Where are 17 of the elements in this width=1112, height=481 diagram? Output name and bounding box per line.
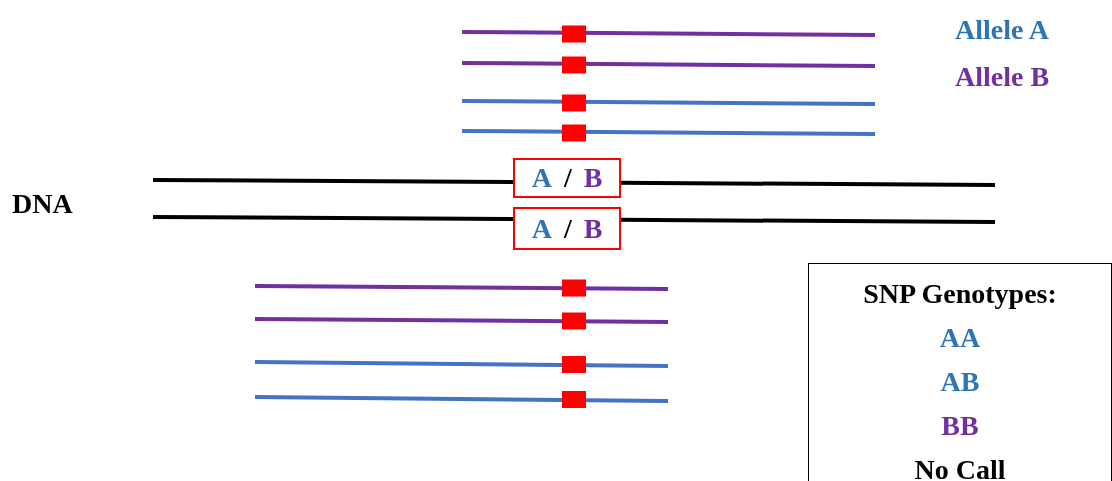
genotype-label: No Call	[914, 453, 1006, 481]
genotype-label: AB	[940, 365, 980, 399]
allele-letter: A	[531, 212, 552, 245]
allele-letter: A	[531, 162, 552, 194]
genotype-label: AA	[939, 321, 981, 355]
dna-label: DNA	[12, 189, 73, 219]
allele-label: Allele B	[955, 62, 1050, 92]
separator: /	[563, 212, 572, 245]
snp-site-box	[513, 158, 621, 198]
legend-box	[808, 263, 1112, 481]
genotype-label: BB	[941, 409, 979, 443]
separator: /	[563, 162, 572, 194]
snp-site-box	[513, 207, 621, 250]
allele-label: Allele A	[955, 15, 1050, 45]
allele-letter: B	[583, 212, 603, 245]
allele-letter: B	[583, 162, 603, 194]
legend-heading: SNP Genotypes:	[863, 277, 1057, 311]
